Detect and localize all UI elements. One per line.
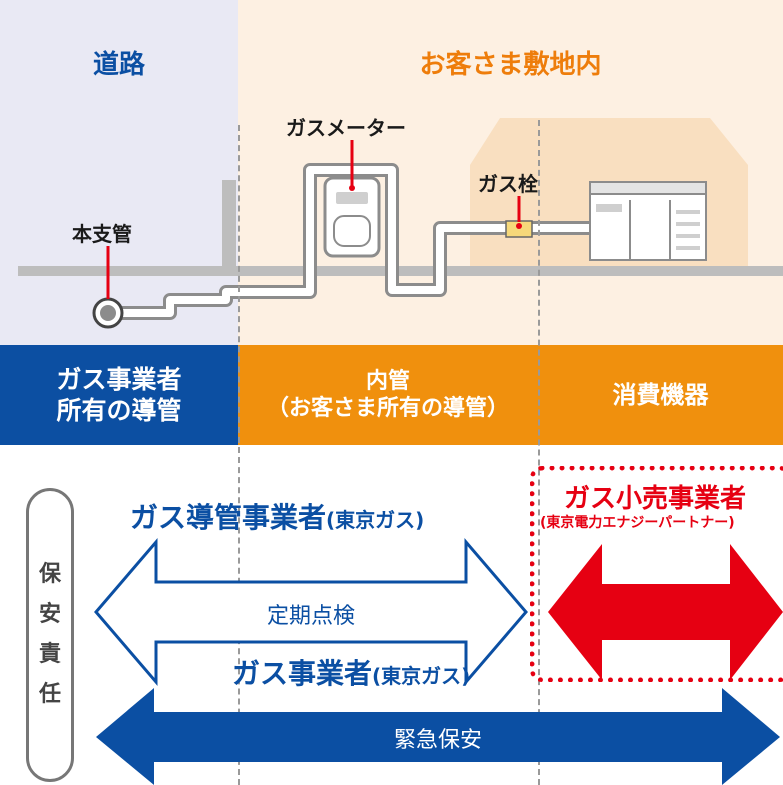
main-pipe-core	[100, 305, 116, 321]
road-zone	[0, 0, 238, 345]
wall	[222, 180, 236, 270]
pipe-inner	[110, 166, 590, 317]
resp-char-1: 保	[38, 562, 61, 587]
pipeline-operator-sub: (東京ガス)	[326, 508, 425, 532]
road-header: 道路	[92, 50, 145, 80]
gas-meter-label: ガスメーター	[286, 116, 406, 140]
band-inner-line1: 内管	[365, 368, 410, 394]
band-gas-company-pipe: ガス事業者 所有の導管	[0, 345, 238, 445]
emergency-label: 緊急保安	[393, 728, 482, 753]
band-inner-pipe: 内管 （お客さま所有の導管）	[238, 345, 538, 445]
gas-operator-sub: (東京ガス)	[372, 664, 471, 688]
retailer-highlight-box	[530, 466, 783, 682]
gas-valve-label: ガス栓	[478, 172, 538, 196]
pipeline-operator-main: ガス導管事業者	[130, 501, 327, 534]
gas-operator-title: ガス事業者(東京ガス)	[232, 652, 470, 692]
responsibility-arrows	[94, 537, 783, 785]
ground-line	[18, 266, 783, 276]
inspection-label: 定期点検	[266, 604, 355, 629]
retailer-subtitle: (東京電力エナジーパートナー)	[540, 515, 735, 531]
resp-char-3: 責	[38, 642, 61, 667]
emergency-arrow	[96, 688, 780, 785]
retailer-title: ガス小売事業者	[564, 484, 747, 514]
resp-char-4: 任	[38, 682, 61, 707]
premises-header: お客さま敷地内	[419, 50, 602, 80]
stove-icon	[589, 181, 707, 261]
separator-road-premises	[238, 125, 240, 785]
main-pipe-label: 本支管	[72, 222, 132, 246]
resp-char-2: 安	[38, 602, 61, 627]
gas-operator-main: ガス事業者	[232, 657, 373, 690]
band-appliances-label: 消費機器	[612, 381, 709, 409]
retailer-arrow	[548, 544, 783, 680]
band-gas-company-line1: ガス事業者	[56, 364, 182, 394]
safety-responsibility-box: 保 安 責 任	[26, 488, 74, 782]
band-gas-company-line2: 所有の導管	[56, 396, 182, 425]
band-inner-line2: （お客さま所有の導管）	[266, 396, 509, 421]
inspection-arrow	[94, 537, 528, 687]
gas-piping-illustration	[18, 118, 783, 329]
pipeline-operator-title: ガス導管事業者(東京ガス)	[130, 496, 424, 536]
gas-meter-display	[336, 192, 368, 204]
separator-pipe-appliance	[538, 120, 540, 785]
band-appliances: 消費機器	[538, 345, 783, 445]
